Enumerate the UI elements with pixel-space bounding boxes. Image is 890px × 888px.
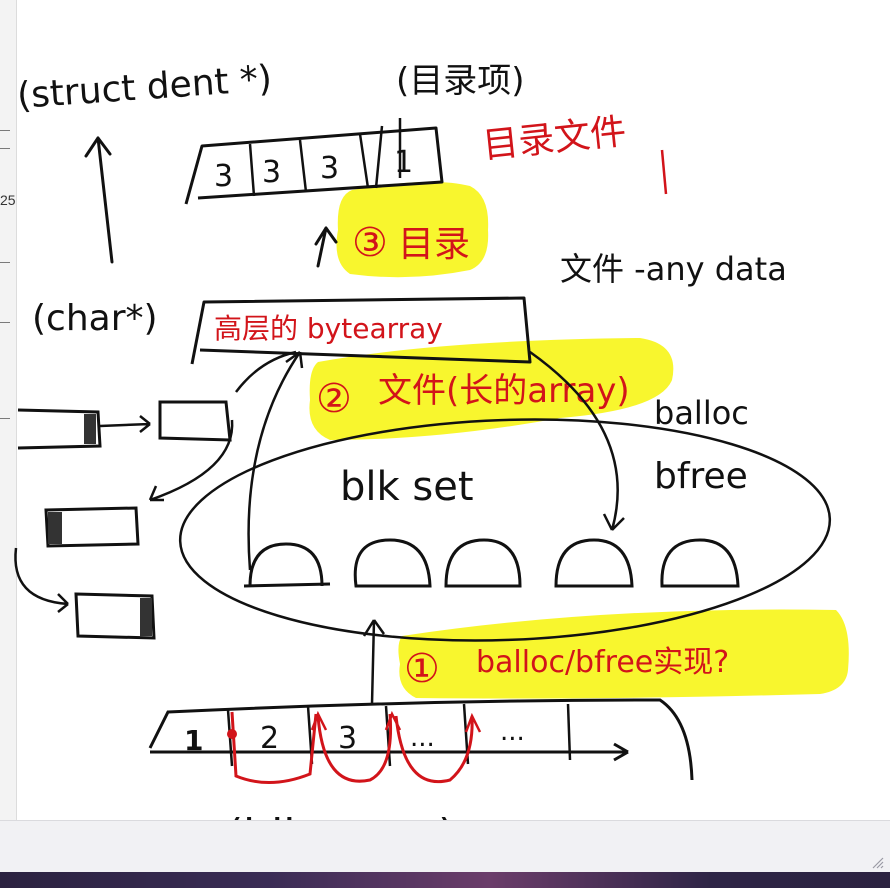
margin-tick [0, 262, 10, 263]
label-bfree: bfree [654, 456, 748, 497]
free-list-box [17, 408, 102, 450]
blk-array-cell: ... [500, 717, 525, 747]
arrow-up-step3 [314, 226, 338, 268]
desktop-taskbar [0, 872, 890, 888]
free-list-box [74, 592, 156, 640]
step2-num: ② [316, 376, 352, 422]
blk-array: 1 2 3 ... ... [148, 698, 694, 785]
set-block [353, 538, 432, 588]
margin-tick [0, 322, 10, 323]
free-list-box [44, 506, 140, 548]
step3-label: 目录 [398, 224, 470, 265]
blk-array-cell: ... [410, 723, 435, 753]
dirent-cell: 3 [214, 159, 233, 194]
arrow-set-to-bytearray [247, 350, 304, 571]
free-list-box [158, 400, 232, 442]
label-char-ptr: (char*) [32, 298, 158, 339]
step3-num: ③ [352, 220, 388, 266]
label-blk-set: blk set [340, 464, 474, 510]
step1-label: balloc/bfree实现? [476, 645, 729, 680]
margin-tick [0, 418, 10, 419]
free-list-shading [140, 598, 152, 636]
step2-label: 文件(长的array) [378, 371, 630, 411]
red-mark-dir-file [660, 149, 668, 195]
blk-set-blocks [243, 538, 740, 588]
free-list-shading [84, 414, 96, 444]
bottom-toolbar [0, 820, 890, 873]
blk-array-cell: 3 [338, 721, 357, 756]
arrow-freelist-to-bytearray [235, 350, 297, 393]
free-list-curve [14, 547, 69, 613]
dirent-box [184, 126, 444, 205]
margin-number: 25 [0, 192, 16, 208]
highlights [309, 181, 849, 699]
red-arrowheads [310, 710, 482, 733]
label-dir-file: 目录文件 [481, 111, 629, 167]
free-list-shading [48, 512, 62, 544]
label-file-any-data: 文件 -any data [560, 250, 787, 288]
free-list-sketch [14, 400, 234, 640]
highlight-step2 [309, 338, 674, 440]
left-margin-strip: 25 [0, 0, 17, 820]
red-link-arcs [230, 711, 474, 785]
dirent-dividers [248, 125, 384, 197]
set-block-base [243, 582, 331, 588]
free-list-curve [148, 419, 234, 502]
step1-num: ① [404, 646, 440, 692]
dirent-cell: 3 [320, 151, 339, 186]
arrow-array-to-set [362, 619, 386, 705]
set-block [248, 542, 324, 587]
label-balloc: balloc [654, 394, 749, 432]
blk-array-box [148, 698, 694, 781]
resize-grip-icon[interactable] [870, 855, 884, 869]
blk-array-cell: 2 [260, 721, 279, 756]
set-block [660, 538, 740, 588]
blk-array-cell: 1 [184, 724, 203, 757]
highlight-step1 [398, 609, 849, 699]
red-dot [227, 729, 237, 739]
byte-array-box [190, 296, 532, 365]
label-struct-dent: (struct dent *) [16, 58, 274, 117]
blk-set-ellipse [178, 418, 832, 642]
arrow-bytearray-to-set [529, 350, 625, 531]
set-block [444, 538, 522, 588]
arrow-up-to-struct [84, 136, 114, 264]
label-dir-entry: (目录项) [396, 61, 525, 101]
dirent-array: 3 3 3 1 [184, 125, 444, 205]
dirent-cell: 3 [262, 155, 281, 190]
byte-array-label: 高层的 bytearray [214, 312, 443, 345]
highlight-step3 [336, 181, 489, 278]
free-list-arrow [99, 415, 151, 433]
margin-tick [0, 130, 10, 131]
margin-tick [0, 148, 10, 149]
dirent-cell: 1 [394, 145, 413, 180]
set-block [554, 538, 634, 588]
